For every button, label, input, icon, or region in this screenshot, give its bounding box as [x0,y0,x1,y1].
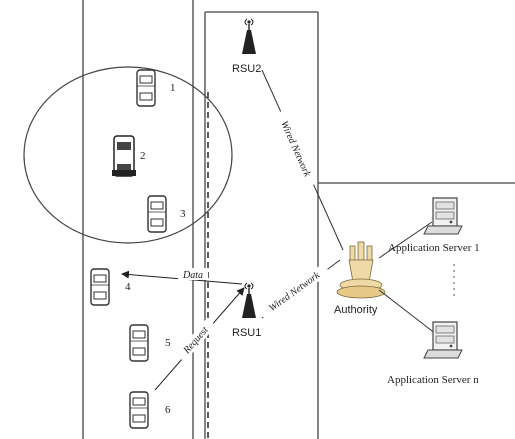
rsu2-label: RSU2 [232,63,261,75]
request-link-label: Request [181,325,211,357]
rsu1-authority-link-label: Wired Network [267,270,322,314]
rsu-coverage-ellipse [23,66,233,244]
vehicle-label-1: 1 [170,82,176,94]
car-icon [129,391,149,429]
vehicle-label-6: 6 [165,404,171,416]
authority-label: Authority [334,304,378,316]
vehicle-label-3: 3 [180,208,186,220]
vehicle-label-2: 2 [140,150,146,162]
car-icon [136,69,156,107]
rsu2-authority-link-label: Wired Network [278,119,313,179]
server-icon [423,197,463,235]
server-icon [423,321,463,359]
authority-tower-icon [336,241,386,299]
car-icon [147,195,167,233]
vehicle-label-5: 5 [165,337,171,349]
car-icon [90,268,110,306]
rsu1-label: RSU1 [232,327,261,339]
application-server-n-label: Application Server n [387,374,479,386]
car-icon [129,324,149,362]
car-icon [112,135,136,177]
data-link-label: Data [182,270,203,281]
authority-server1-link [378,221,433,259]
vehicle-label-4: 4 [125,281,131,293]
application-server-1-label: Application Server 1 [388,242,480,254]
antenna-icon [241,18,257,55]
authority-servern-link [378,289,437,335]
